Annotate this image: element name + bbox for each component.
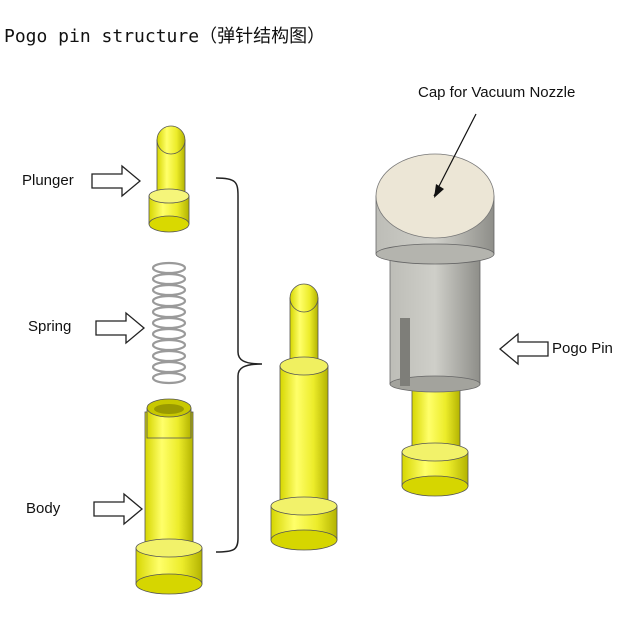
- pogo-pin-label: Pogo Pin: [552, 340, 613, 357]
- diagram-title: Pogo pin structure（弹针结构图）: [4, 26, 326, 47]
- pogo-pin-arrow-icon: [498, 332, 549, 366]
- plunger-arrow-icon: [91, 164, 142, 198]
- assembly-bracket: [215, 177, 263, 553]
- plunger-part: [148, 125, 190, 233]
- body-label: Body: [26, 500, 61, 517]
- spring-part: [151, 261, 187, 385]
- body-part: [135, 398, 203, 595]
- cap-pointer-arrow: [433, 113, 477, 198]
- plunger-label: Plunger: [22, 172, 74, 189]
- body-arrow-icon: [93, 492, 144, 526]
- spring-label: Spring: [28, 318, 72, 335]
- cap-label: Cap for Vacuum Nozzle: [418, 84, 576, 101]
- spring-arrow-icon: [95, 311, 146, 345]
- assembled-pogo-pin: [270, 283, 338, 551]
- pogo-pin-with-cap: [375, 153, 495, 497]
